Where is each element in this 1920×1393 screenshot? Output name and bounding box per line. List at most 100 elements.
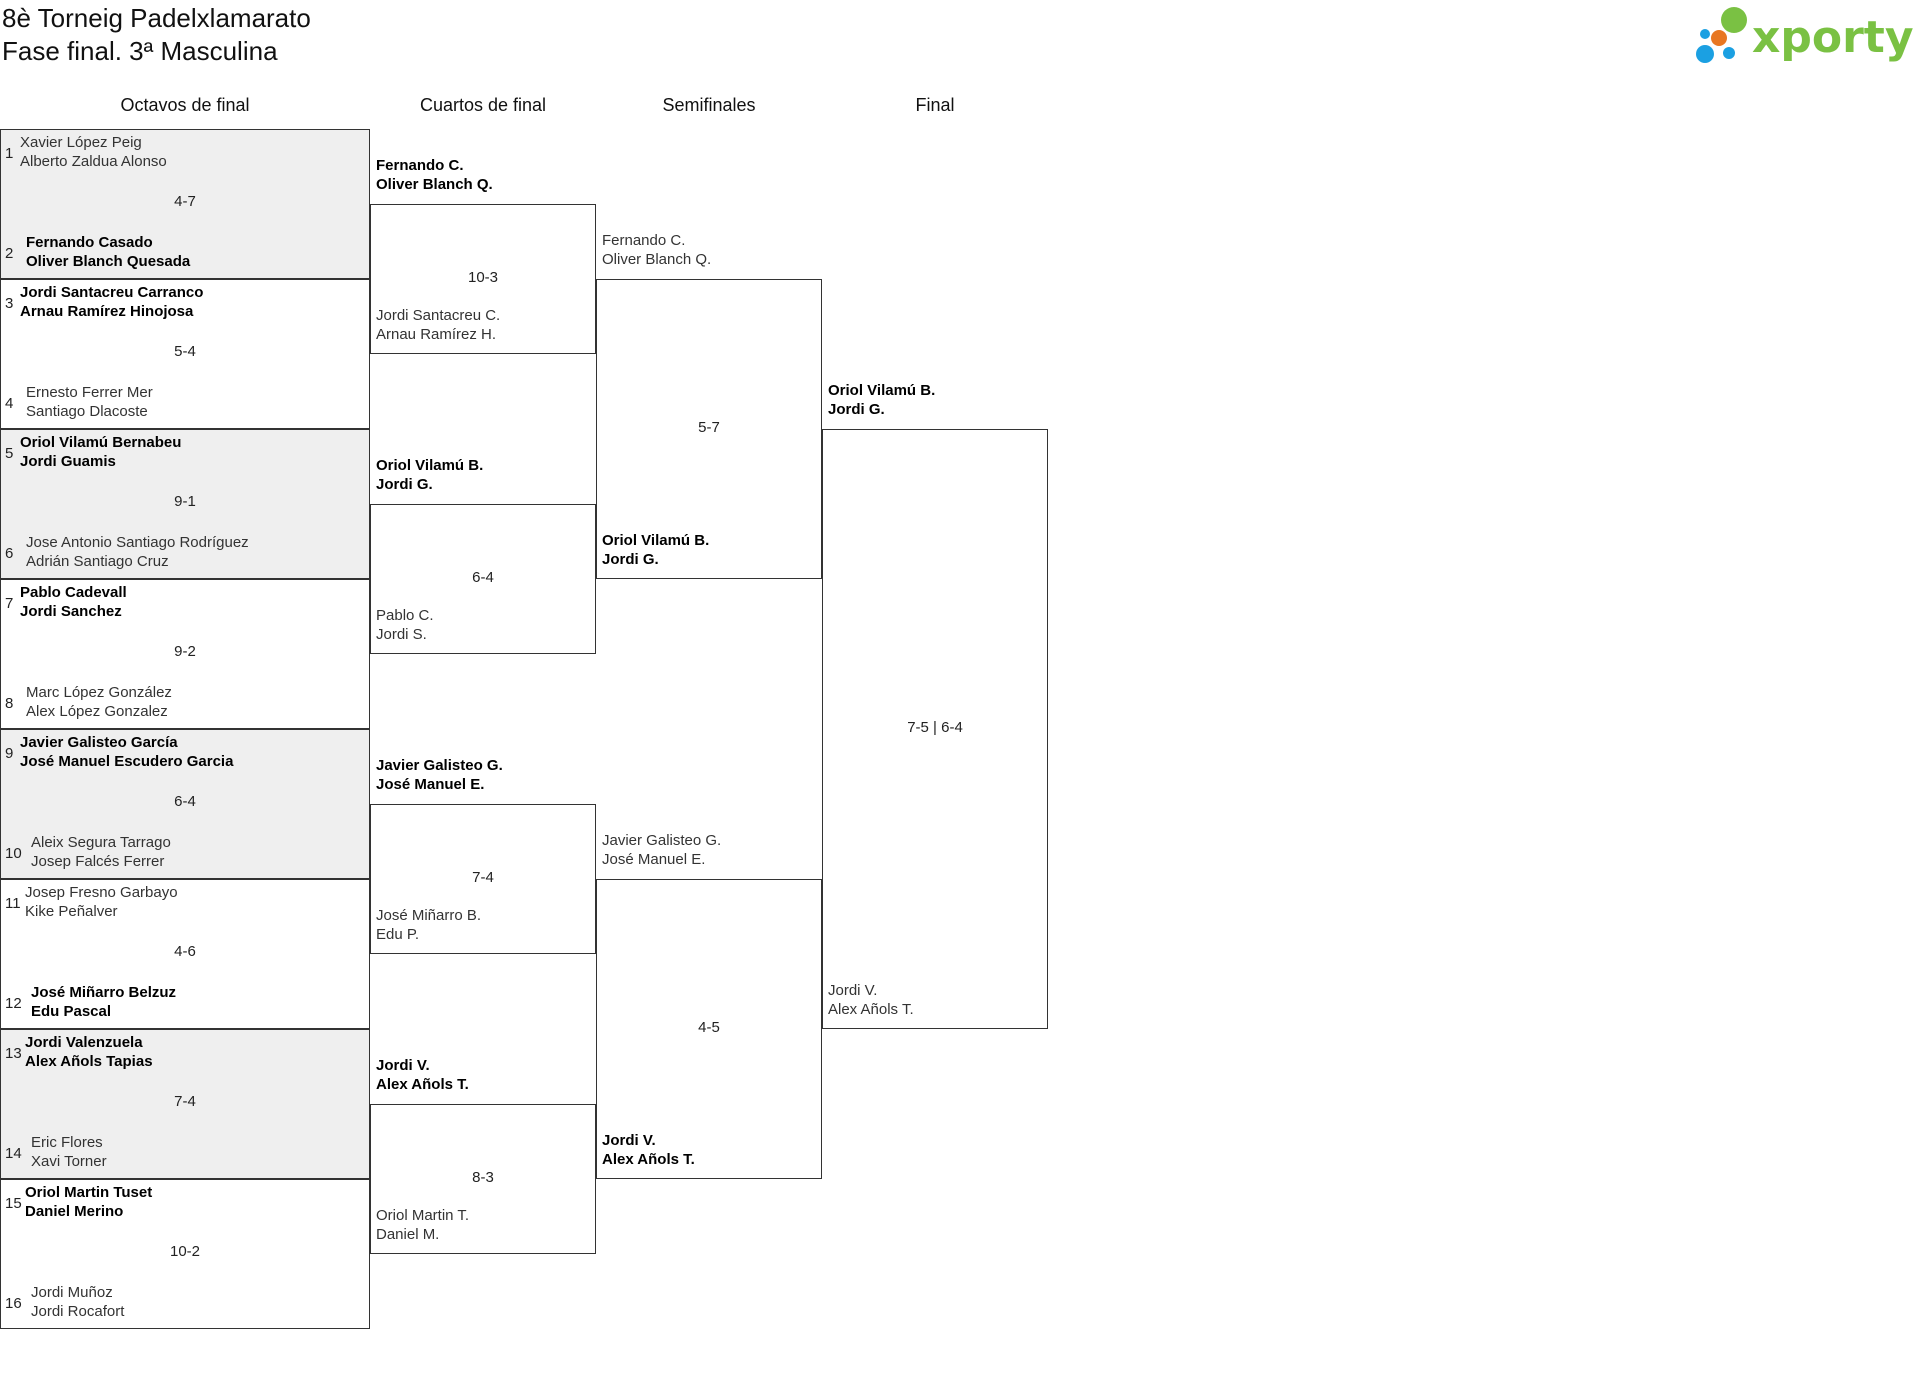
seed-number: 2 [5,245,14,262]
match-octavos [0,429,370,579]
logo-dot-blue-tiny [1700,29,1710,39]
match-cuartos [370,1104,596,1254]
match-cuartos [370,504,596,654]
logo-dot-green [1721,7,1747,33]
match-score: 9-1 [174,493,196,510]
player-name: Oliver Blanch Q. [602,251,712,268]
player-name: Aleix Segura Tarrago [31,834,171,851]
player-name: José Manuel Escudero Garcia [20,753,234,770]
player-name: Oriol Vilamú B. [602,532,710,549]
player-name: José Miñarro B. [376,907,482,924]
player-name: Oriol Martin Tuset [25,1184,153,1201]
player-name: Alex Añols T. [602,1151,695,1168]
match-score: 5-4 [174,343,196,360]
logo-dot-blue-small [1723,47,1735,59]
page-subtitle: Fase final. 3ª Masculina [2,36,278,66]
match-octavos [0,1029,370,1179]
match-octavos [0,1179,370,1329]
seed-number: 5 [5,445,14,462]
team-pair[interactable]: Jordi V.Alex Añols T. [828,981,914,1019]
page-title: 8è Torneig Padelxlamarato [2,3,311,33]
round-header-final: Final [915,95,955,115]
player-name: Arnau Ramírez H. [376,326,497,343]
player-name: Pablo C. [376,607,434,624]
seed-number: 14 [5,1145,22,1162]
team-pair[interactable]: Fernando C.Oliver Blanch Q. [602,231,711,269]
player-name: Jordi Guamis [20,453,116,470]
team-pair[interactable]: Oriol Vilamú B.Jordi G. [376,456,483,494]
match-octavos [0,129,370,279]
player-name: Alex Añols T. [828,1001,914,1018]
match-score: 10-2 [169,1243,201,1260]
match-score: 7-5 | 6-4 [907,719,963,736]
player-name: Jordi Valenzuela [25,1034,143,1051]
player-name: Oliver Blanch Quesada [26,253,191,270]
player-name: Alex López Gonzalez [26,703,168,720]
player-name: Eric Flores [31,1134,103,1151]
player-name: Jordi G. [602,551,659,568]
player-name: Jose Antonio Santiago Rodríguez [26,534,249,551]
match-score: 4-5 [698,1019,720,1036]
team-pair[interactable]: Oriol Vilamú B. Jordi G. [602,531,709,569]
player-name: Alberto Zaldua Alonso [20,153,167,170]
player-name: José Manuel E. [376,776,485,793]
player-name: Fernando Casado [26,234,153,251]
team-pair[interactable]: Javier Galisteo G.José Manuel E. [602,831,721,869]
team-pair[interactable]: Oriol Martin T.Daniel M. [376,1206,469,1244]
player-name: Ernesto Ferrer Mer [26,384,153,401]
match-octavos [0,279,370,429]
player-name: Daniel Merino [25,1203,124,1220]
match-score: 10-3 [467,269,499,286]
player-name: Edu Pascal [31,1003,112,1020]
logo-dot-blue-large [1696,45,1714,63]
player-name: Edu P. [376,926,420,943]
team-pair[interactable]: Fernando C.Oliver Blanch Q. [376,156,493,194]
match-score: 6-4 [472,569,494,586]
team-pair[interactable]: Jordi V.Alex Añols T. [376,1056,469,1094]
player-name: Jordi Muñoz [31,1284,113,1301]
xporty-logo[interactable]: xporty [1694,0,1920,70]
match-cuartos [370,204,596,354]
team-pair[interactable]: Pablo C.Jordi S. [376,606,434,644]
team-pair[interactable]: Javier Galisteo G.José Manuel E. [376,756,503,794]
seed-number: 9 [5,745,14,762]
match-octavos [0,579,370,729]
team-pair[interactable]: José Miñarro B. Edu P. [376,906,481,944]
team-pair[interactable]: Jordi Santacreu C.Arnau Ramírez H. [376,306,500,344]
player-name: Adrián Santiago Cruz [26,553,169,570]
seed-number: 12 [5,995,22,1012]
seed-number: 11 [5,895,21,912]
match-score: 6-4 [174,793,196,810]
player-name: Jordi V. [376,1057,430,1074]
player-name: Josep Falcés Ferrer [31,853,165,870]
player-name: Javier Galisteo García [20,734,178,751]
player-name: Santiago Dlacoste [26,403,148,420]
match-score: 4-6 [174,943,196,960]
round-header-semifinales: Semifinales [662,95,756,115]
player-name: Pablo Cadevall [20,584,127,601]
player-name: Jordi Sanchez [20,603,122,620]
player-name: Xavi Torner [31,1153,107,1170]
match-score: 7-4 [174,1093,196,1110]
player-name: Marc López González [26,684,172,701]
seed-number: 6 [5,545,14,562]
team-pair[interactable]: Jordi V.Alex Añols T. [602,1131,695,1169]
team-pair[interactable]: Oriol Vilamú B.Jordi G. [828,381,935,419]
player-name: Alex Añols Tapias [25,1053,153,1070]
